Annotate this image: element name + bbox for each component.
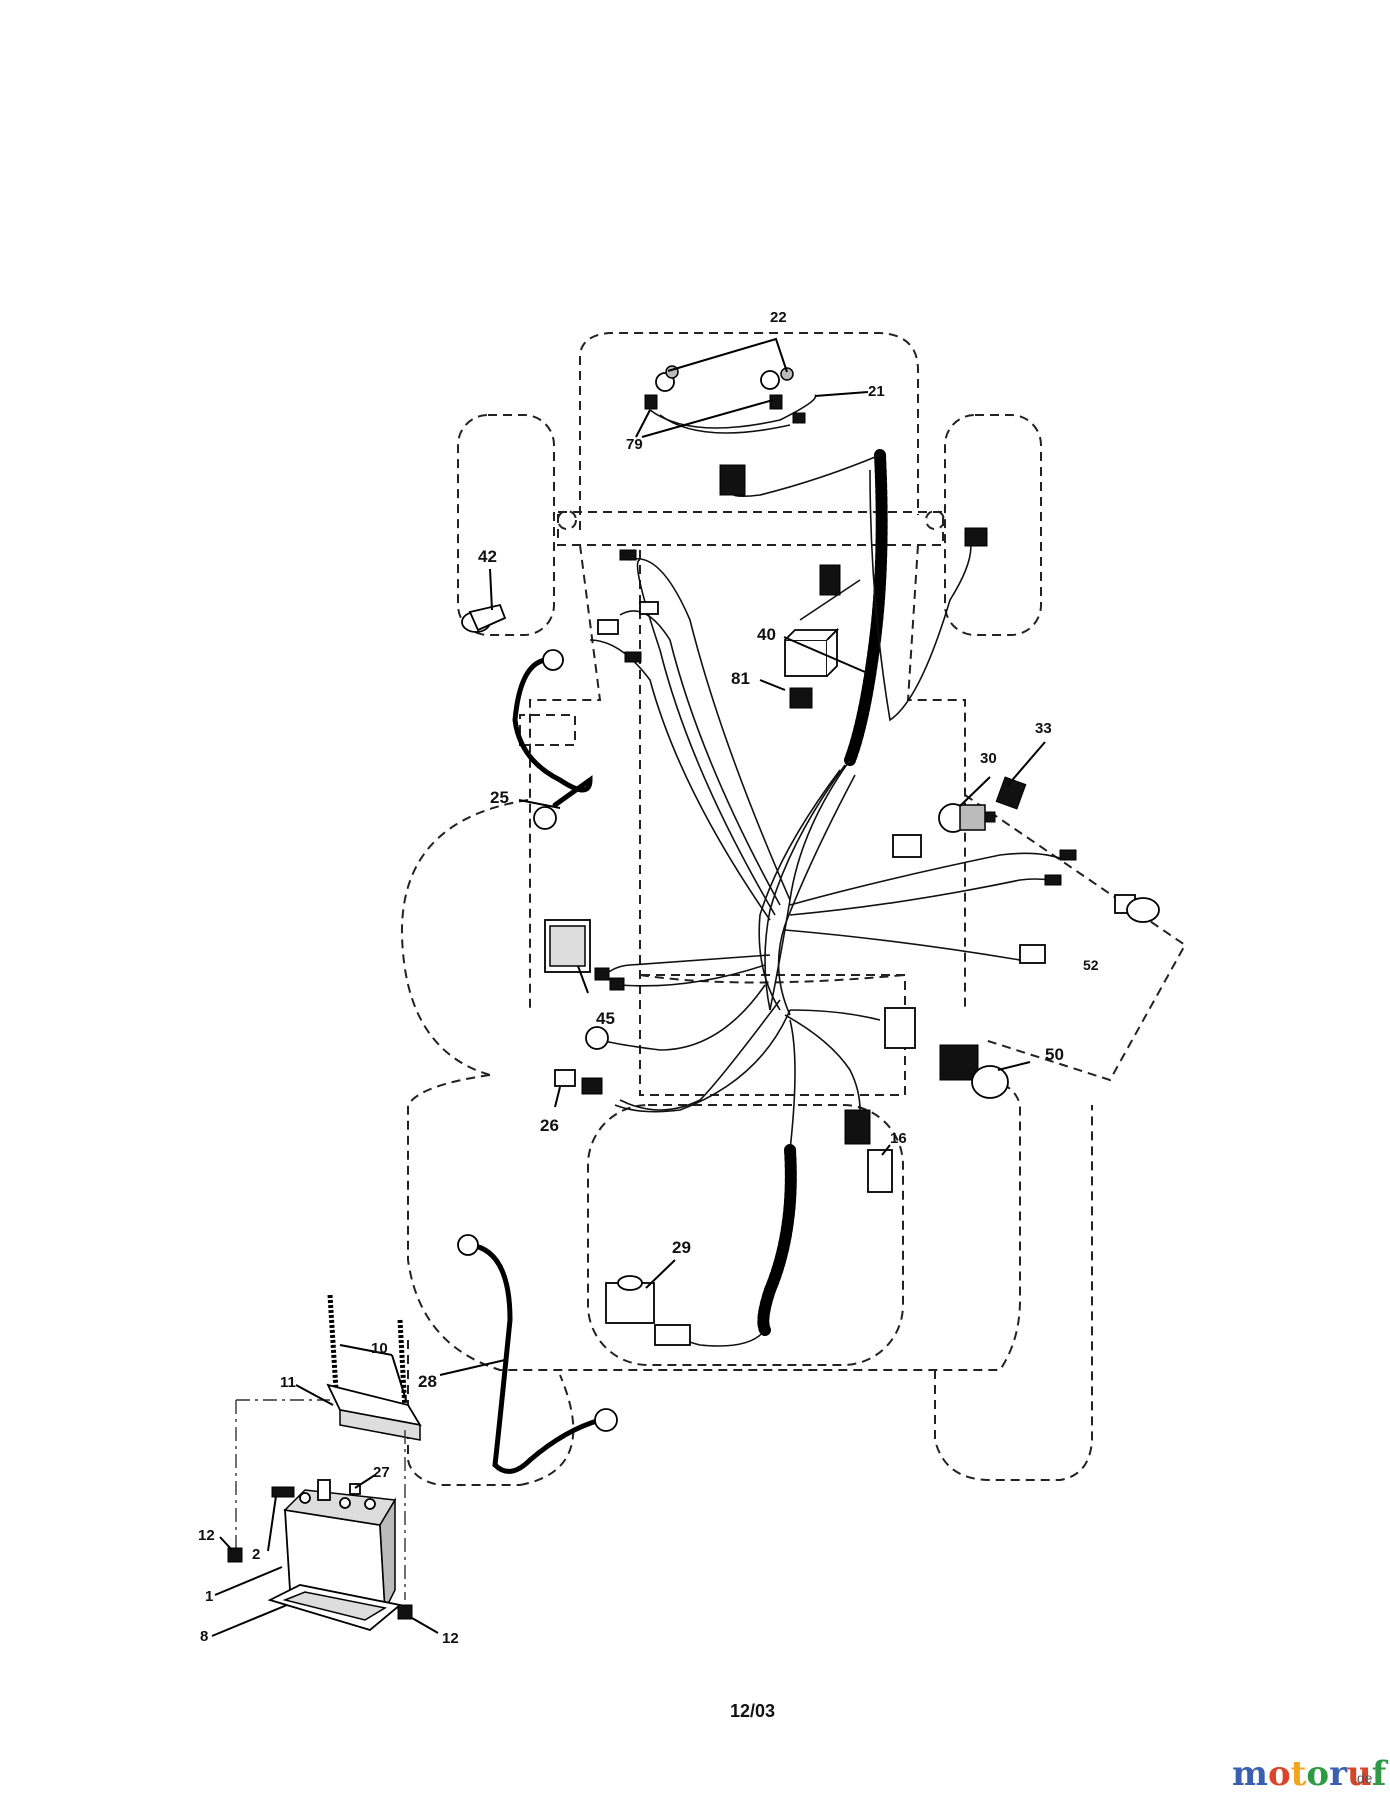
terminal-boot (461, 603, 507, 633)
battery-cable-eye-top (457, 1234, 479, 1256)
rear-wheel-right (934, 1105, 1093, 1481)
connector-right-top (964, 527, 988, 547)
control-panel-outline (964, 794, 1187, 1082)
terminal-nut (349, 1483, 361, 1495)
callout-42: 42 (478, 547, 497, 566)
battery-strap (326, 1383, 422, 1441)
callout-26: 26 (540, 1116, 559, 1135)
watermark-suffix: .de (1353, 1770, 1373, 1786)
callout-25: 25 (490, 788, 509, 807)
terminal-right-2 (1044, 874, 1062, 886)
headlight-sockets (644, 365, 817, 434)
ground-cable (512, 657, 593, 808)
ignition-key (1114, 894, 1160, 923)
watermark-name: motoruf (1232, 1754, 1389, 1794)
connector-right-low (1019, 944, 1046, 964)
ground-cable-eye-top (542, 649, 564, 671)
callout-1: 1 (205, 1588, 213, 1605)
callout-40: 40 (757, 625, 776, 644)
terminal-left-1 (594, 967, 610, 981)
callout-28: 28 (418, 1372, 437, 1391)
harness-conduit-lower (757, 1144, 797, 1336)
fuse-holder (554, 1069, 603, 1095)
callout-50: 50 (1045, 1045, 1064, 1064)
connector-81-plug (789, 687, 813, 709)
rear-body-outline (407, 1074, 1021, 1371)
callout-2: 2 (252, 1546, 260, 1563)
frame-rail-right (906, 544, 966, 1010)
callout-81: 81 (731, 669, 750, 688)
hood-outline (579, 332, 919, 530)
callout-labels: 22 21 79 42 40 81 33 30 25 52 45 50 26 1… (198, 309, 1099, 1647)
front-wheel-right (944, 414, 1042, 636)
battery-clamp (317, 1479, 331, 1501)
callout-16: 16 (890, 1130, 907, 1147)
seat-switch (605, 1275, 691, 1346)
hex-nut-left (227, 1547, 243, 1563)
dash-outline (639, 550, 906, 1096)
terminal-a (619, 549, 637, 561)
terminal-d (624, 651, 642, 663)
ground-cable-eye-bottom (533, 806, 557, 830)
connector-six-pin (884, 1007, 916, 1049)
connector-16-plug (844, 1109, 871, 1145)
bracket-outline (519, 714, 576, 746)
terminal-c (597, 619, 619, 635)
terminal-right-1 (1059, 849, 1077, 861)
harness-connectors (594, 464, 1077, 1145)
callout-45: 45 (596, 1009, 615, 1028)
callout-12-right: 12 (442, 1630, 459, 1647)
terminal-left-2 (609, 977, 625, 991)
callout-12-left: 12 (198, 1527, 215, 1544)
battery-tray (267, 1584, 403, 1632)
battery-cable (467, 1242, 603, 1474)
harness-conduit-upper (844, 449, 888, 766)
callout-33: 33 (1035, 720, 1052, 737)
rear-wheel-left-inner (519, 1374, 575, 1486)
tractor-outline (400, 332, 1187, 1486)
battery (283, 1489, 397, 1613)
relay (784, 627, 840, 677)
connector-front (719, 464, 746, 496)
callout-21: 21 (868, 383, 885, 400)
battery-cable-eye-bottom (594, 1408, 618, 1432)
hour-meter (544, 919, 591, 973)
plug-connector (867, 1149, 893, 1193)
callout-52: 52 (1083, 957, 1099, 973)
front-wheel-left (457, 414, 555, 636)
connector-seat (819, 564, 841, 596)
callout-79: 79 (626, 436, 643, 453)
callout-11: 11 (280, 1374, 296, 1391)
axle-pivot-right (925, 510, 945, 530)
seat-pan-outline (587, 1104, 904, 1366)
battery-bolt (271, 1486, 295, 1498)
deck-outline-left (400, 799, 529, 1076)
rear-wheel-left (407, 1340, 520, 1486)
ignition-switch (938, 803, 996, 833)
callout-30: 30 (980, 750, 997, 767)
connector-mid-right (892, 834, 922, 858)
axle-pivot-left (557, 510, 577, 530)
front-axle-outline (557, 511, 944, 546)
callout-8: 8 (200, 1628, 208, 1645)
callout-leaders (211, 337, 1046, 1637)
watermark-logo: motoruf .de (1232, 1754, 1389, 1794)
pto-switch (939, 1044, 1009, 1099)
frame-rail-left (529, 544, 602, 1010)
ring-terminal (585, 1026, 609, 1050)
hex-nut-right (397, 1604, 413, 1620)
callout-22: 22 (770, 309, 787, 326)
wire-harness (589, 449, 1066, 1347)
callout-10: 10 (371, 1340, 388, 1357)
callout-29: 29 (672, 1238, 691, 1257)
terminal-b (639, 601, 659, 615)
callout-27: 27 (373, 1464, 390, 1481)
harness-trunk (769, 759, 851, 1011)
interlock-switch (995, 776, 1027, 810)
date-code: 12/03 (730, 1701, 775, 1721)
